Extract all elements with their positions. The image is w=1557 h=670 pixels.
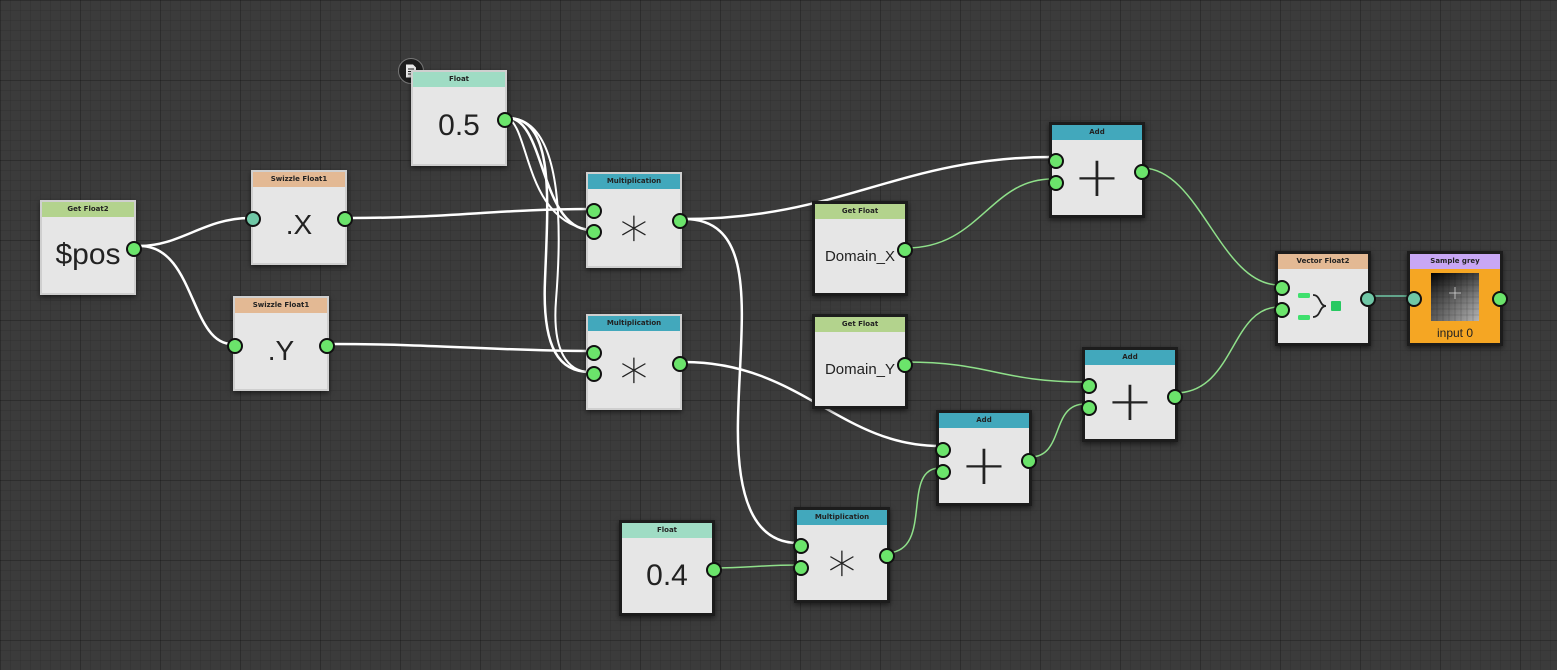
input-port-y[interactable] bbox=[1274, 302, 1290, 318]
node-value: Domain_X bbox=[824, 247, 896, 265]
wire-addlow-addmid bbox=[1029, 403, 1086, 458]
wire-multop-mulbot bbox=[682, 217, 800, 545]
node-mul-mid[interactable]: Multiplication ∗ bbox=[586, 314, 688, 410]
output-port[interactable] bbox=[1021, 453, 1037, 469]
node-title: Add bbox=[1085, 350, 1175, 365]
node-title: Multiplication bbox=[588, 174, 680, 189]
input-port-b[interactable] bbox=[586, 366, 602, 382]
node-value: $pos bbox=[55, 238, 121, 271]
node-sample-grey[interactable]: Sample grey input 0 bbox=[1406, 251, 1508, 346]
wire-05-multop-b bbox=[507, 117, 591, 231]
wire-05-mulmid bbox=[506, 116, 592, 374]
node-title: Get Float2 bbox=[42, 202, 134, 217]
node-swizzle-x[interactable]: Swizzle Float1 .X bbox=[245, 170, 353, 265]
wire-x-multop bbox=[348, 207, 592, 220]
output-port[interactable] bbox=[897, 242, 913, 258]
node-title: Get Float bbox=[815, 317, 905, 332]
output-port[interactable] bbox=[337, 211, 353, 227]
plus-symbol: + bbox=[1073, 144, 1121, 210]
node-get-domain-x[interactable]: Get Float Domain_X bbox=[812, 201, 913, 296]
wire-04-mulbot bbox=[711, 564, 799, 569]
node-title: Swizzle Float1 bbox=[235, 298, 327, 313]
output-port[interactable] bbox=[897, 357, 913, 373]
node-value: 0.4 bbox=[646, 558, 688, 592]
output-port[interactable] bbox=[1492, 291, 1508, 307]
node-title: Swizzle Float1 bbox=[253, 172, 345, 187]
node-title: Vector Float2 bbox=[1278, 254, 1368, 269]
input-port-b[interactable] bbox=[586, 224, 602, 240]
node-add-mid[interactable]: Add + bbox=[1081, 347, 1183, 442]
input-port-a[interactable] bbox=[586, 345, 602, 361]
node-value: .Y bbox=[267, 335, 295, 366]
node-add-top[interactable]: Add + bbox=[1048, 122, 1150, 218]
preview-thumbnail bbox=[1431, 273, 1479, 321]
multiply-symbol: ∗ bbox=[824, 529, 860, 595]
node-title: Sample grey bbox=[1410, 254, 1500, 269]
node-float-04[interactable]: Float 0.4 bbox=[619, 520, 722, 616]
input-port-a[interactable] bbox=[1048, 153, 1064, 169]
node-mul-bot[interactable]: Multiplication ∗ bbox=[793, 507, 895, 603]
wire-y-mulmid bbox=[328, 342, 592, 353]
multiply-symbol: ∗ bbox=[616, 336, 652, 402]
node-vector-float2[interactable]: Vector Float2 bbox=[1274, 251, 1376, 346]
input-port-a[interactable] bbox=[586, 203, 602, 219]
plus-symbol: + bbox=[1106, 369, 1154, 434]
input-port[interactable] bbox=[245, 211, 261, 227]
node-title: Float bbox=[413, 72, 505, 87]
input-port-x[interactable] bbox=[1274, 280, 1290, 296]
wire-05-multop bbox=[506, 116, 592, 232]
node-title: Multiplication bbox=[588, 316, 680, 331]
node-title: Add bbox=[1052, 125, 1142, 140]
input-port-a[interactable] bbox=[793, 538, 809, 554]
node-title: Get Float bbox=[815, 204, 905, 219]
combine-icon bbox=[1298, 293, 1341, 320]
wire-domy-addmid bbox=[905, 361, 1086, 383]
combine-icon-wrap bbox=[1278, 269, 1368, 343]
wire-pos-y bbox=[138, 244, 234, 346]
node-title: Multiplication bbox=[797, 510, 887, 525]
node-mul-top[interactable]: Multiplication ∗ bbox=[586, 172, 688, 268]
output-port[interactable] bbox=[1167, 389, 1183, 405]
output-port[interactable] bbox=[126, 241, 142, 257]
node-add-low[interactable]: Add + bbox=[935, 410, 1037, 506]
node-title: Float bbox=[622, 523, 712, 538]
input-port-a[interactable] bbox=[935, 442, 951, 458]
output-port[interactable] bbox=[706, 562, 722, 578]
input-port-b[interactable] bbox=[793, 560, 809, 576]
node-value: .X bbox=[285, 209, 313, 240]
input-port-a[interactable] bbox=[1081, 378, 1097, 394]
output-port[interactable] bbox=[1134, 164, 1150, 180]
input-port[interactable] bbox=[1406, 291, 1422, 307]
multiply-symbol: ∗ bbox=[616, 194, 652, 260]
node-value: 0.5 bbox=[438, 108, 480, 142]
wire-mulbot-addlow bbox=[885, 467, 941, 554]
preview-grid bbox=[1431, 273, 1479, 321]
wire-pos-x bbox=[138, 216, 252, 248]
plus-symbol: + bbox=[960, 432, 1008, 498]
input-port-b[interactable] bbox=[935, 464, 951, 480]
output-port[interactable] bbox=[879, 548, 895, 564]
input-port-b[interactable] bbox=[1048, 175, 1064, 191]
wire-addtop-vector bbox=[1141, 167, 1280, 286]
output-port[interactable] bbox=[672, 356, 688, 372]
sample-input-label: input 0 bbox=[1436, 326, 1474, 340]
node-get-domain-y[interactable]: Get Float Domain_Y bbox=[812, 314, 913, 409]
output-port[interactable] bbox=[672, 213, 688, 229]
input-port-b[interactable] bbox=[1081, 400, 1097, 416]
wire-domx-addtop bbox=[905, 178, 1053, 249]
wire-05-mulmid-b bbox=[507, 117, 591, 373]
node-title: Add bbox=[939, 413, 1029, 428]
input-port[interactable] bbox=[227, 338, 243, 354]
node-value: Domain_Y bbox=[824, 360, 896, 378]
node-get-pos[interactable]: Get Float2 $pos bbox=[40, 200, 142, 295]
wire-addmid-vector bbox=[1174, 306, 1280, 394]
node-float-05[interactable]: Float 0.5 bbox=[411, 70, 513, 166]
output-port[interactable] bbox=[1360, 291, 1376, 307]
node-swizzle-y[interactable]: Swizzle Float1 .Y bbox=[227, 296, 335, 391]
output-port[interactable] bbox=[497, 112, 513, 128]
output-port[interactable] bbox=[319, 338, 335, 354]
